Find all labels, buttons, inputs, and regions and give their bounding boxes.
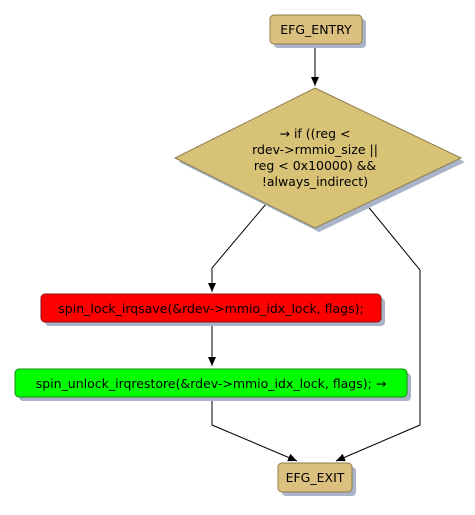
condition-node[interactable]: → if ((reg < rdev->rmmio_size || reg < 0… xyxy=(173,87,465,232)
condition-line-4: !always_indirect) xyxy=(262,174,368,189)
edge-condition-to-exit xyxy=(335,203,421,462)
entry-node[interactable]: EFG_ENTRY xyxy=(269,14,366,48)
edge-condition-to-lock xyxy=(208,203,267,292)
lock-node-label: spin_lock_irqsave(&rdev->mmio_idx_lock, … xyxy=(58,301,363,316)
condition-line-1: → if ((reg < xyxy=(280,126,351,141)
condition-node-diamond xyxy=(173,87,463,229)
condition-line-3: reg < 0x10000) && xyxy=(254,158,377,173)
unlock-node-label: spin_unlock_irqrestore(&rdev->mmio_idx_l… xyxy=(36,376,387,391)
condition-line-2: rdev->rmmio_size || xyxy=(252,142,378,157)
lock-node-box xyxy=(40,293,382,323)
exit-node-box xyxy=(277,462,353,493)
entry-node-label: EFG_ENTRY xyxy=(280,22,352,37)
entry-node-box xyxy=(269,14,363,45)
unlock-node[interactable]: spin_unlock_irqrestore(&rdev->mmio_idx_l… xyxy=(14,368,411,401)
exit-node[interactable]: EFG_EXIT xyxy=(277,462,356,496)
unlock-node-box xyxy=(14,368,408,398)
edge-unlock-to-exit xyxy=(211,398,298,462)
exit-node-label: EFG_EXIT xyxy=(286,470,345,485)
edges xyxy=(208,46,421,462)
lock-node[interactable]: spin_lock_irqsave(&rdev->mmio_idx_lock, … xyxy=(40,293,385,326)
